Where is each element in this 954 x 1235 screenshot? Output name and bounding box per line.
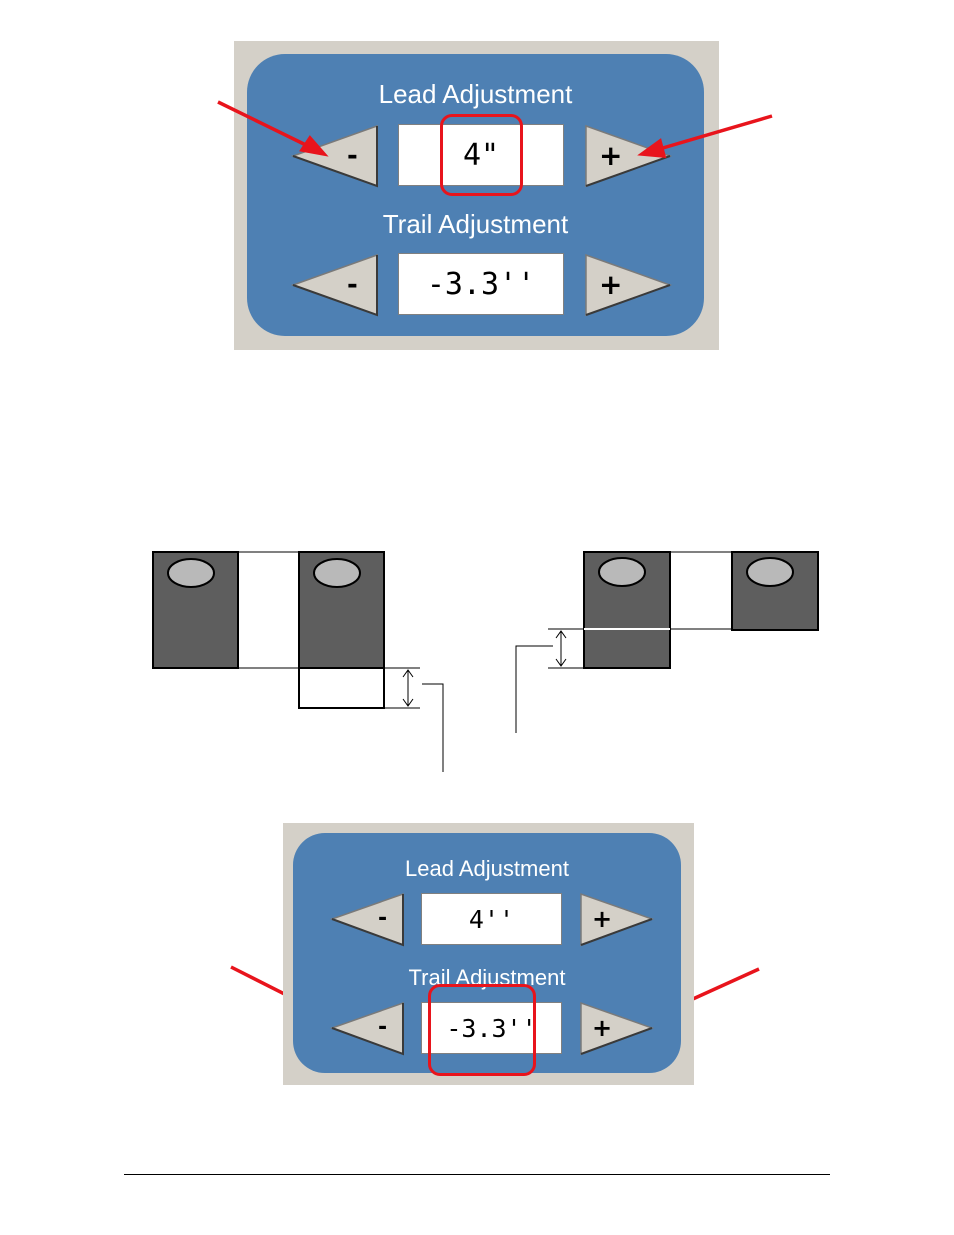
lead-decrease-button[interactable]: -	[290, 124, 378, 188]
trail-block-2	[731, 551, 819, 631]
trail-increase-button[interactable]: +	[585, 253, 673, 317]
minus-icon: -	[378, 1015, 388, 1040]
trail-value-highlight	[428, 984, 536, 1076]
plus-icon: +	[592, 905, 613, 933]
trail-dimension-icon	[555, 630, 567, 667]
lead-block-2	[298, 551, 385, 669]
trail-decrease-button[interactable]: -	[290, 253, 378, 317]
lead-adjustment-label: Lead Adjustment	[405, 856, 569, 881]
trail-increase-button[interactable]: +	[580, 1001, 655, 1056]
trail-value-field[interactable]: -3.3''	[421, 1002, 562, 1054]
sensor-icon	[746, 557, 794, 587]
lead-value-highlight	[440, 114, 523, 196]
lead-increase-button[interactable]: +	[580, 892, 655, 947]
sensor-icon	[167, 558, 215, 588]
trail-decrease-button[interactable]: -	[329, 1001, 404, 1056]
lead-dimension-icon	[402, 669, 414, 707]
plus-icon: +	[592, 1014, 613, 1042]
lead-value-field[interactable]: 4"	[398, 124, 564, 186]
minus-icon: -	[347, 141, 358, 171]
lead-decrease-button[interactable]: -	[329, 892, 404, 947]
lead-value-field[interactable]: 4''	[421, 893, 562, 945]
minus-icon: -	[378, 906, 388, 931]
plus-icon: +	[599, 139, 623, 172]
trail-value-field[interactable]: -3.3''	[398, 253, 564, 315]
lead-increase-button[interactable]: +	[585, 124, 673, 188]
trail-block-1	[583, 551, 671, 669]
sensor-icon	[313, 558, 361, 588]
lead-block-1	[152, 551, 239, 669]
lead-adjustment-label: Lead Adjustment	[378, 79, 573, 109]
plus-icon: +	[599, 268, 623, 301]
bottom-adjustment-panel: Lead Adjustment - 4'' + Trail Adjustment…	[293, 833, 681, 1073]
trail-adjustment-label: Trail Adjustment	[382, 209, 569, 239]
sensor-icon	[598, 557, 646, 587]
bottom-adjustment-panel-frame: Lead Adjustment - 4'' + Trail Adjustment…	[283, 823, 694, 1085]
footer-divider	[124, 1174, 830, 1175]
minus-icon: -	[347, 270, 358, 300]
lead-extension	[298, 667, 385, 709]
